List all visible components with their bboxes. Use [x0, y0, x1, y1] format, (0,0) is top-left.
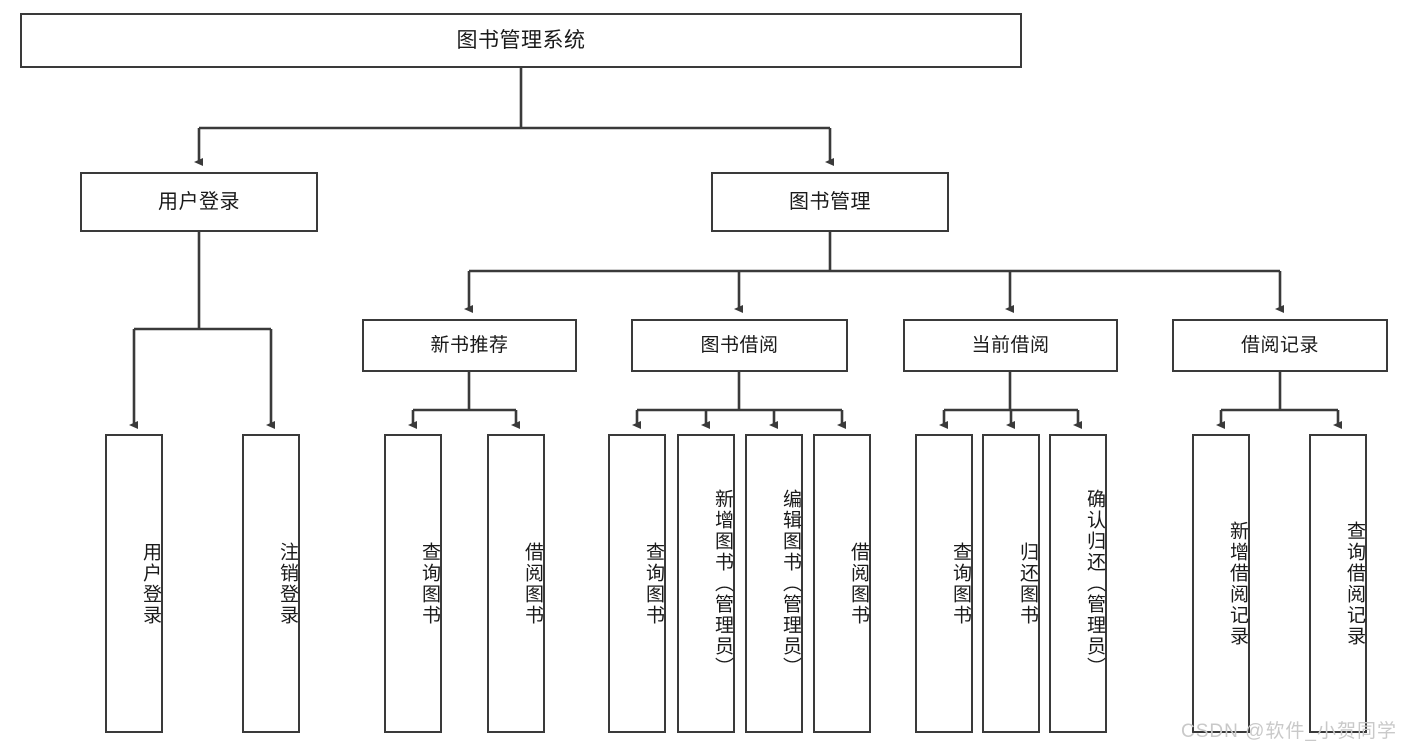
leaf-new-book-borrow-book[interactable]: 借阅图书 [487, 434, 545, 733]
node-label: 注销登录 [277, 541, 298, 626]
node-label: 确认归还（管理员） [1084, 489, 1105, 678]
watermark-text: CSDN @软件_小贺同学 [1181, 721, 1397, 742]
node-label: 新增借阅记录 [1227, 520, 1248, 647]
leaf-book-borrow-add-book-admin[interactable]: 新增图书（管理员） [677, 434, 735, 733]
node-label: 归还图书 [1017, 541, 1038, 626]
node-label: 借阅图书 [848, 541, 869, 626]
leaf-book-borrow-query-book[interactable]: 查询图书 [608, 434, 666, 733]
node-new-book-recommend[interactable]: 新书推荐 [362, 319, 577, 372]
node-label: 查询图书 [419, 541, 440, 626]
node-label: 借阅记录 [1240, 334, 1319, 356]
leaf-borrow-record-query-record[interactable]: 查询借阅记录 [1309, 434, 1367, 733]
node-current-borrow[interactable]: 当前借阅 [903, 319, 1118, 372]
leaf-current-borrow-return-book[interactable]: 归还图书 [982, 434, 1040, 733]
leaf-current-borrow-query-book[interactable]: 查询图书 [915, 434, 973, 733]
leaf-user-login-login[interactable]: 用户登录 [105, 434, 163, 733]
leaf-new-book-query-book[interactable]: 查询图书 [384, 434, 442, 733]
node-label: 新增图书（管理员） [712, 489, 733, 678]
node-label: 当前借阅 [971, 334, 1050, 356]
node-label: 借阅图书 [522, 541, 543, 626]
leaf-book-borrow-edit-book-admin[interactable]: 编辑图书（管理员） [745, 434, 803, 733]
node-label: 编辑图书（管理员） [780, 489, 801, 678]
leaf-borrow-record-add-record[interactable]: 新增借阅记录 [1192, 434, 1250, 733]
node-user-login[interactable]: 用户登录 [80, 172, 318, 232]
node-label: 图书借阅 [700, 334, 779, 356]
node-label: 用户登录 [140, 541, 161, 626]
node-label: 查询借阅记录 [1344, 520, 1365, 647]
node-label: 图书管理系统 [456, 28, 586, 52]
node-label: 查询图书 [643, 541, 664, 626]
node-book-management[interactable]: 图书管理 [711, 172, 949, 232]
leaf-book-borrow-borrow-book[interactable]: 借阅图书 [813, 434, 871, 733]
node-book-borrow[interactable]: 图书借阅 [631, 319, 848, 372]
leaf-user-login-logout[interactable]: 注销登录 [242, 434, 300, 733]
node-label: 查询图书 [950, 541, 971, 626]
node-root-book-management-system[interactable]: 图书管理系统 [20, 13, 1022, 68]
node-borrow-record[interactable]: 借阅记录 [1172, 319, 1388, 372]
node-label: 新书推荐 [430, 334, 509, 356]
node-label: 图书管理 [789, 190, 871, 213]
leaf-current-borrow-confirm-return-admin[interactable]: 确认归还（管理员） [1049, 434, 1107, 733]
node-label: 用户登录 [158, 190, 240, 213]
